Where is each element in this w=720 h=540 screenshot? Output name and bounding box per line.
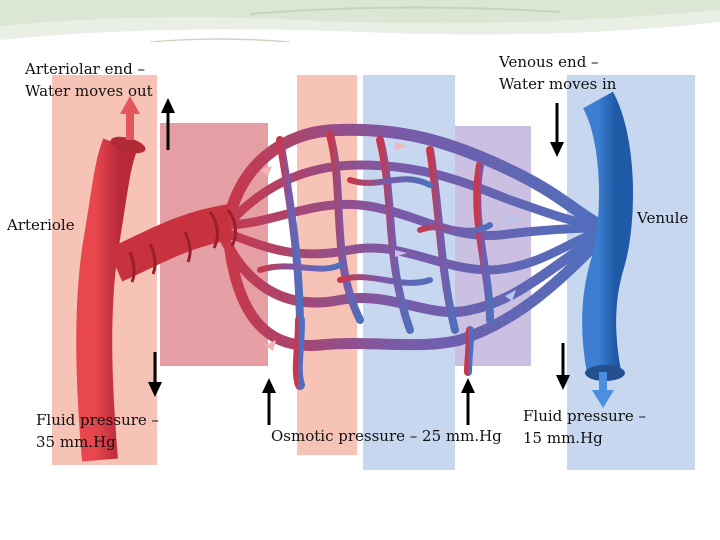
arrow-down-venous-end (550, 103, 564, 157)
osmotic-pressure-label: Osmotic pressure – 25 mm.Hg (271, 427, 502, 445)
fluid-pressure-arterial-label: Fluid pressure – 35 mm.Hg (36, 411, 160, 451)
arteriole-label: Arteriole (7, 216, 75, 234)
arrow-up-arteriolar-end (161, 98, 175, 150)
arrow-up-osmotic-left (262, 378, 276, 425)
arteriole-top-opening (110, 136, 146, 154)
venule-label: Venule (637, 209, 689, 227)
arrow-up-osmotic-right (461, 378, 475, 425)
capillary-flow-arrows (260, 142, 520, 351)
arrow-down-fluid-pressure-left (148, 352, 162, 397)
slide-header-decoration (0, 0, 720, 43)
venule-outflow-arrow (592, 372, 614, 408)
arteriole-outflow-arrow (120, 96, 140, 140)
fluid-pressure-venous-label: Fluid pressure – 15 mm.Hg (523, 407, 647, 447)
venous-end-label: Venous end – Water moves in (499, 53, 617, 93)
arteriole-vessel (76, 136, 237, 462)
pressure-direction-arrows (148, 98, 570, 425)
arteriolar-end-label: Arteriolar end – Water moves out (25, 60, 153, 100)
arrow-down-fluid-pressure-right (556, 343, 570, 390)
capillary-network (220, 123, 606, 390)
